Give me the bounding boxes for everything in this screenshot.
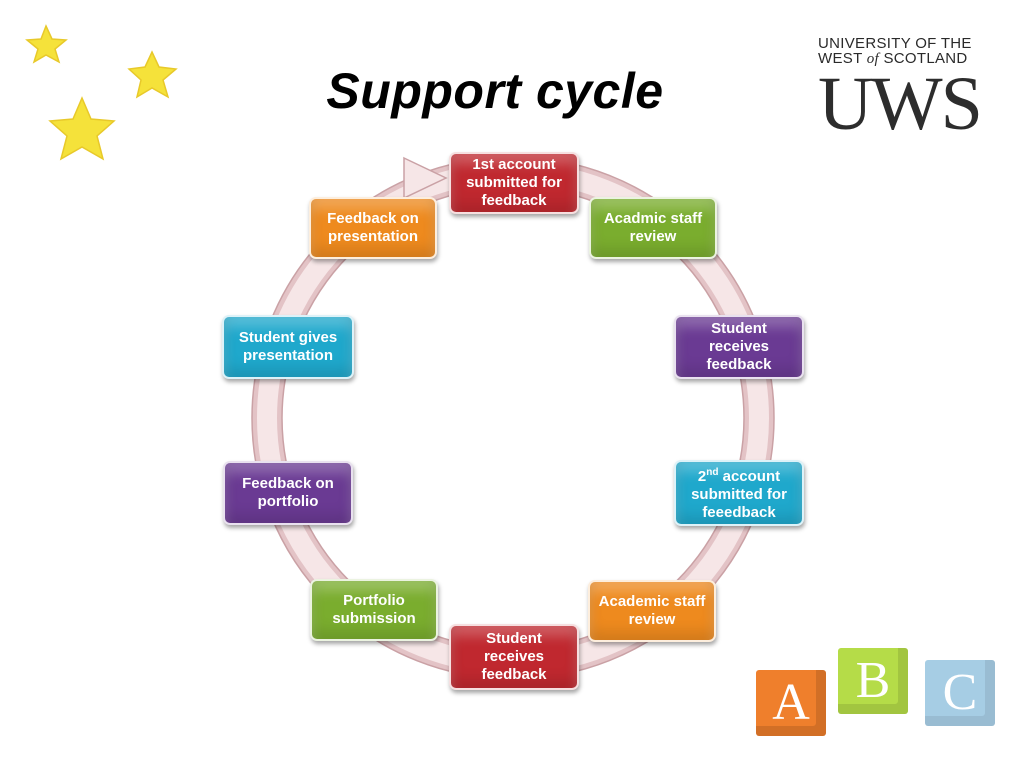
cycle-arrowhead: [403, 156, 448, 200]
cycle-step-academic-review-2: Academic staff review: [588, 580, 716, 642]
cycle-step-portfolio-feedback: Feedback on portfolio: [223, 461, 353, 525]
uws-logo: UNIVERSITY OF THE WEST of SCOTLAND UWS: [818, 36, 988, 154]
page-title: Support cycle: [326, 63, 664, 119]
logo-mark: UWS: [818, 62, 983, 146]
logo-line-1: UNIVERSITY OF THE: [818, 35, 972, 52]
star-icon: [127, 50, 178, 99]
cycle-step-2nd-account: 2nd account submitted for feeedback: [674, 460, 804, 526]
star-icon: [25, 24, 68, 64]
cycle-step-student-feedback-2: Student receives feedback: [449, 624, 579, 690]
block-c-icon: C: [925, 660, 995, 726]
cycle-step-student-feedback-1: Student receives feedback: [674, 315, 804, 379]
cycle-step-student-presentation: Student gives presentation: [222, 315, 354, 379]
star-icon: [48, 96, 116, 161]
block-a-icon: A: [756, 670, 826, 736]
cycle-step-portfolio-submission: Portfolio submission: [310, 579, 438, 641]
cycle-step-academic-review-1: Acadmic staff review: [589, 197, 717, 259]
cycle-step-1st-account: 1st account submitted for feedback: [449, 152, 579, 214]
block-b-icon: B: [838, 648, 908, 714]
cycle-step-presentation-feedback: Feedback on presentation: [309, 197, 437, 259]
logo-line-2: WEST of SCOTLAND: [818, 50, 968, 67]
